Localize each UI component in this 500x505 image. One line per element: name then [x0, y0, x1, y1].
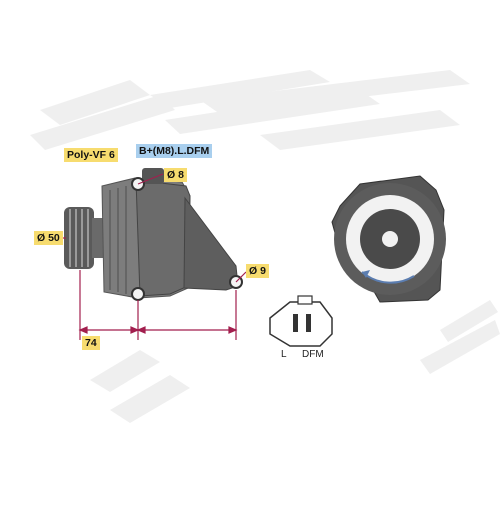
alternator-body: [101, 168, 243, 301]
length-tag: 74: [82, 336, 100, 350]
poly-vf-6-tag: Poly-VF 6: [64, 148, 118, 162]
pin-dfm-label: DFM: [302, 349, 324, 360]
pin-l-label: L: [281, 349, 287, 360]
connector-plug: [269, 295, 333, 347]
pulley-diameter-tag: Ø 50: [34, 231, 63, 245]
hole-bottom-tag: Ø 9: [246, 264, 269, 278]
hole-top-tag: Ø 8: [164, 168, 187, 182]
pulley: [64, 207, 104, 269]
rear-view: [331, 175, 446, 303]
dimension-lines: [60, 173, 247, 340]
connector-spec-tag: B+(M8).L.DFM: [136, 144, 213, 158]
background-watermark: [30, 70, 500, 423]
